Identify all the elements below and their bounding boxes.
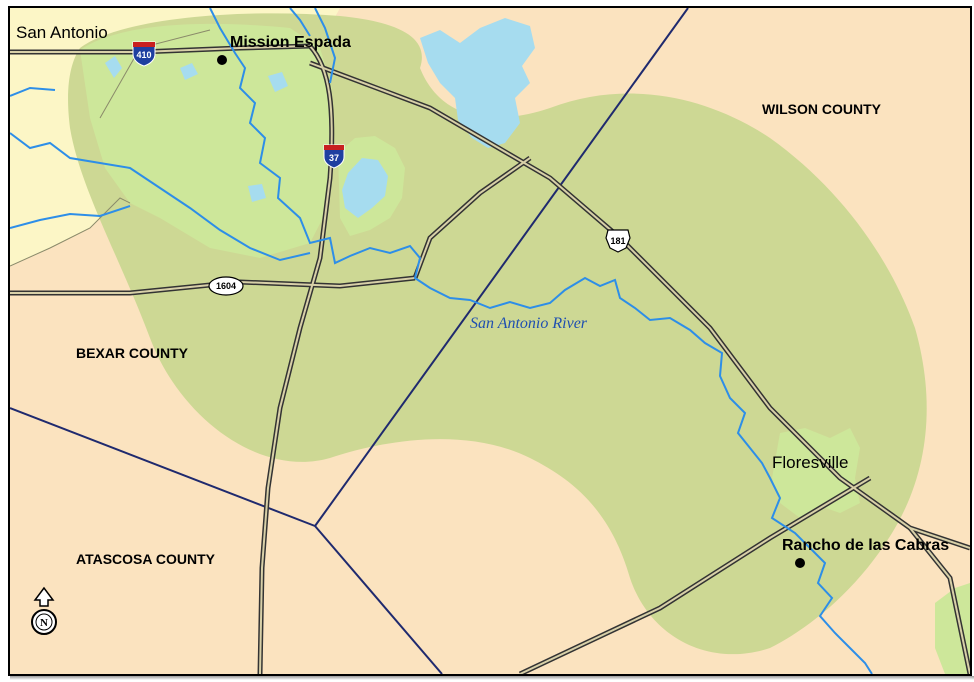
frame-shadow <box>10 676 974 680</box>
rancho-marker[interactable] <box>795 558 805 568</box>
mission-parkland <box>80 23 332 258</box>
southeast-park <box>935 583 970 674</box>
rancho-label[interactable]: Rancho de las Cabras <box>782 537 950 554</box>
north-letter: N <box>40 617 48 629</box>
wilson-county-label: WILSON COUNTY <box>762 101 881 117</box>
atascosa-county-label: ATASCOSA COUNTY <box>76 551 215 567</box>
mitchell-lake <box>342 158 388 218</box>
mission-espada-marker[interactable] <box>217 55 227 65</box>
wilson-bexar-line <box>314 8 689 527</box>
creek-west-1 <box>10 132 311 262</box>
creek-north-1 <box>289 8 311 37</box>
floresville-area <box>772 428 860 518</box>
san-antonio-river <box>209 8 873 674</box>
small-pond-3 <box>268 72 288 92</box>
atascosa-wilson-line <box>314 525 443 674</box>
us181-label: 181 <box>610 236 625 246</box>
bexar-county-label: BEXAR COUNTY <box>76 345 189 361</box>
mission-espada-label[interactable]: Mission Espada <box>230 34 351 51</box>
creek-north-2 <box>314 8 337 84</box>
i410-label: 410 <box>136 50 151 60</box>
map-canvas[interactable]: 410 37 181 1604 N San Antonio Miss <box>8 6 972 676</box>
river-label: San Antonio River <box>470 315 588 332</box>
loop1604-label: 1604 <box>216 281 236 291</box>
small-pond-2 <box>180 63 198 80</box>
san-antonio-label: San Antonio <box>16 23 108 42</box>
i37-shield: 37 <box>323 144 345 169</box>
north-arrow-icon: N <box>31 586 57 635</box>
rivers <box>10 8 873 674</box>
us181-shield: 181 <box>605 229 631 253</box>
small-pond-4 <box>248 184 266 202</box>
small-pond-1 <box>105 56 122 78</box>
creek-northwest <box>10 86 56 97</box>
creek-west-2 <box>10 205 131 229</box>
i410-shield: 410 <box>132 41 156 67</box>
i37-label: 37 <box>329 153 339 163</box>
calaveras-lake <box>420 18 535 148</box>
map-graphics: 410 37 181 1604 N <box>10 8 970 674</box>
floresville-label: Floresville <box>772 453 849 472</box>
loop1604-shield: 1604 <box>208 276 244 296</box>
